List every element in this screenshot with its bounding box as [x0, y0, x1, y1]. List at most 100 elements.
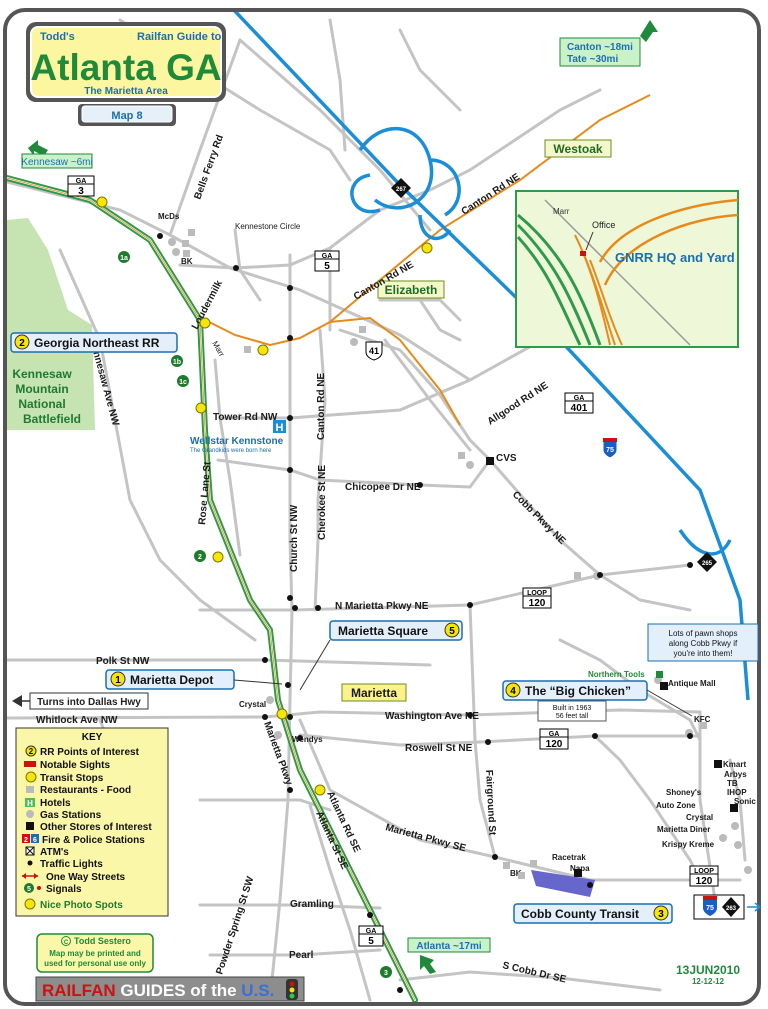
us41-shield: 41	[365, 341, 383, 361]
svg-text:Notable Sights: Notable Sights	[40, 760, 110, 771]
svg-text:120: 120	[529, 598, 546, 609]
ga5b-shield: GA5	[358, 925, 384, 947]
svg-text:National: National	[18, 397, 65, 411]
svg-text:Westoak: Westoak	[553, 142, 602, 156]
svg-text:Atlanta ~17mi: Atlanta ~17mi	[416, 941, 482, 952]
svg-text:CVS: CVS	[496, 453, 517, 464]
svg-text:Georgia Northeast RR: Georgia Northeast RR	[34, 336, 160, 350]
copyright-box: C Todd Sestero Map may be printed and us…	[36, 933, 154, 973]
svg-text:Antique Mall: Antique Mall	[668, 679, 716, 688]
header-area: The Marietta Area	[84, 86, 168, 97]
westoak-label: Westoak	[544, 139, 612, 158]
ga3-shield: GA3	[67, 175, 95, 197]
svg-text:2: 2	[29, 747, 34, 756]
atlanta-direction: Atlanta ~17mi	[407, 937, 491, 974]
svg-text:Nice Photo Spots: Nice Photo Spots	[40, 900, 123, 911]
dallas-hwy-direction: Turns into Dallas Hwy	[12, 692, 149, 710]
svg-text:Wendys: Wendys	[292, 735, 323, 744]
svg-text:265: 265	[702, 561, 713, 567]
svg-text:ATM's: ATM's	[40, 847, 69, 858]
poi-cobb-transit: Cobb County Transit 3	[513, 903, 673, 924]
svg-text:Sonic: Sonic	[734, 797, 756, 806]
elizabeth-label: Elizabeth	[377, 280, 445, 299]
gnrr-rail-line	[204, 94, 651, 426]
gnrr-inset: Marr Office GNRR HQ and Yard	[515, 190, 739, 348]
svg-text:Shoney's: Shoney's	[666, 788, 702, 797]
svg-text:Chicopee Dr NE: Chicopee Dr NE	[345, 482, 421, 493]
svg-text:Gramling: Gramling	[290, 899, 334, 910]
svg-text:1a: 1a	[120, 255, 128, 262]
battlefield-area	[7, 218, 95, 430]
svg-text:IHOP: IHOP	[727, 788, 747, 797]
svg-text:Polk St NW: Polk St NW	[96, 656, 150, 667]
canton-direction: Canton ~18mi Tate ~30mi	[559, 20, 658, 67]
svg-text:Church St NW: Church St NW	[289, 504, 300, 572]
svg-text:Kennestone Circle: Kennestone Circle	[235, 222, 301, 231]
header-left-tag: Todd's	[40, 31, 75, 43]
svg-text:Fairground St: Fairground St	[483, 770, 497, 837]
svg-text:used for personal use only: used for personal use only	[44, 959, 146, 968]
svg-text:Map may be printed and: Map may be printed and	[49, 949, 141, 958]
svg-text:Kennesaw ~6mi: Kennesaw ~6mi	[21, 157, 92, 168]
svg-text:Fire & Police Stations: Fire & Police Stations	[42, 835, 145, 846]
svg-text:H: H	[276, 422, 284, 434]
svg-text:Arbys: Arbys	[724, 770, 747, 779]
svg-text:56 feet tall: 56 feet tall	[556, 713, 589, 720]
svg-text:2: 2	[198, 554, 202, 561]
svg-text:BK: BK	[510, 869, 522, 878]
marietta-label: Marietta	[341, 683, 407, 702]
svg-text:Other Stores of Interest: Other Stores of Interest	[40, 822, 152, 833]
svg-text:Built in 1963: Built in 1963	[553, 705, 592, 712]
svg-text:Transit Stops: Transit Stops	[40, 773, 104, 784]
svg-text:3: 3	[78, 186, 84, 197]
svg-text:GA: GA	[76, 178, 87, 185]
svg-text:GA: GA	[549, 731, 560, 738]
svg-text:Kennesaw: Kennesaw	[12, 367, 72, 381]
kennesaw-mountain-label: Kennesaw Mountain National Battlefield	[12, 367, 81, 426]
brand-logo: RAILFAN GUIDES of the U.S.	[35, 976, 305, 1002]
svg-text:Hotels: Hotels	[40, 798, 71, 809]
i75-shield: 75	[602, 438, 618, 459]
svg-text:Racetrak: Racetrak	[552, 853, 586, 862]
svg-text:267: 267	[396, 187, 407, 193]
exit267-sign: 267	[391, 178, 411, 198]
svg-text:3: 3	[384, 970, 388, 977]
svg-text:5: 5	[324, 261, 330, 272]
svg-text:McDs: McDs	[158, 212, 180, 221]
ga5-shield: GA5	[314, 250, 340, 272]
svg-text:120: 120	[546, 739, 563, 750]
svg-text:Signals: Signals	[46, 884, 82, 895]
svg-text:Turns into Dallas Hwy: Turns into Dallas Hwy	[37, 697, 141, 708]
svg-text:GA: GA	[366, 928, 377, 935]
svg-text:Tower Rd NW: Tower Rd NW	[213, 412, 278, 423]
svg-text:Kmart: Kmart	[723, 760, 746, 769]
svg-text:LOOP: LOOP	[527, 590, 547, 597]
svg-text:263: 263	[726, 906, 737, 912]
svg-text:The “Big Chicken”: The “Big Chicken”	[525, 684, 631, 698]
svg-text:One Way Streets: One Way Streets	[46, 872, 126, 883]
svg-text:BK: BK	[181, 257, 193, 266]
poi-georgia-northeast: 2 Georgia Northeast RR	[10, 332, 178, 353]
svg-text:Mountain: Mountain	[15, 382, 68, 396]
svg-text:Auto Zone: Auto Zone	[656, 801, 696, 810]
svg-text:The Grandkids were born here: The Grandkids were born here	[190, 448, 272, 454]
svg-text:Elizabeth: Elizabeth	[385, 283, 438, 297]
inset-office: Office	[592, 220, 615, 230]
svg-text:KFC: KFC	[694, 715, 711, 724]
svg-text:2: 2	[24, 837, 28, 844]
svg-text:1: 1	[115, 675, 121, 686]
map-key: KEY 2 RR Points of Interest Notable Sigh…	[15, 727, 169, 917]
svg-text:Canton Rd NE: Canton Rd NE	[316, 372, 327, 440]
svg-text:GA: GA	[322, 253, 333, 260]
header-map-label: Map 8	[111, 110, 142, 122]
poi-big-chicken: 4 The “Big Chicken” Built in 1963 56 fee…	[502, 680, 693, 722]
svg-text:Battlefield: Battlefield	[23, 412, 81, 426]
svg-text:Canton ~18mi: Canton ~18mi	[567, 42, 633, 53]
kennesaw-direction: Kennesaw ~6mi	[21, 140, 93, 169]
svg-text:RAILFAN GUIDES of the U.S.: RAILFAN GUIDES of the U.S.	[42, 981, 274, 1000]
